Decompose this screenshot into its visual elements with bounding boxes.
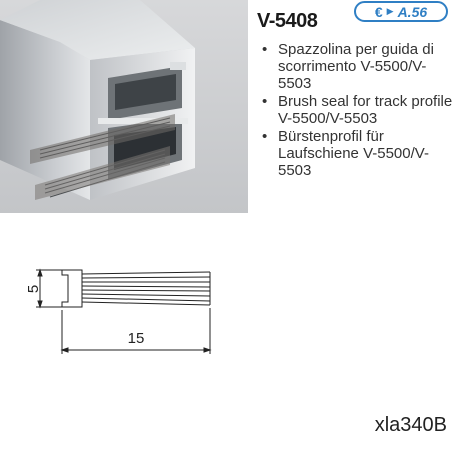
bullet-icon: • [262,128,268,145]
bullet-icon: • [262,93,268,110]
euro-icon: € [374,3,383,20]
product-code: V-5408 [257,10,318,32]
description-german: • Bürstenprofil für Laufschiene V-5500/V… [258,128,453,179]
technical-drawing: 5 15 [25,268,212,354]
arrow-right-icon: ▶ [386,6,394,16]
description-text: Brush seal for track profile V-5500/V-55… [278,93,453,127]
description-english: • Brush seal for track profile V-5500/V-… [258,93,453,127]
price-reference: A.56 [397,3,428,20]
bullet-icon: • [262,41,268,58]
profile-outline [61,269,83,308]
product-photo [0,0,248,213]
description-text: Bürstenprofil für Laufschiene V-5500/V-5… [278,128,429,179]
bristles [81,271,211,306]
description-text: Spazzolina per guida di scorrimento V-55… [278,41,434,92]
description-list: • Spazzolina per guida di scorrimento V-… [258,41,453,180]
height-dimension-label: 5 [25,285,42,293]
description-italian: • Spazzolina per guida di scorrimento V-… [258,41,453,92]
length-dimension-label: 15 [128,330,145,347]
price-reference-badge: € ▶ A.56 [354,1,448,22]
catalog-reference: xla340B [374,414,447,436]
